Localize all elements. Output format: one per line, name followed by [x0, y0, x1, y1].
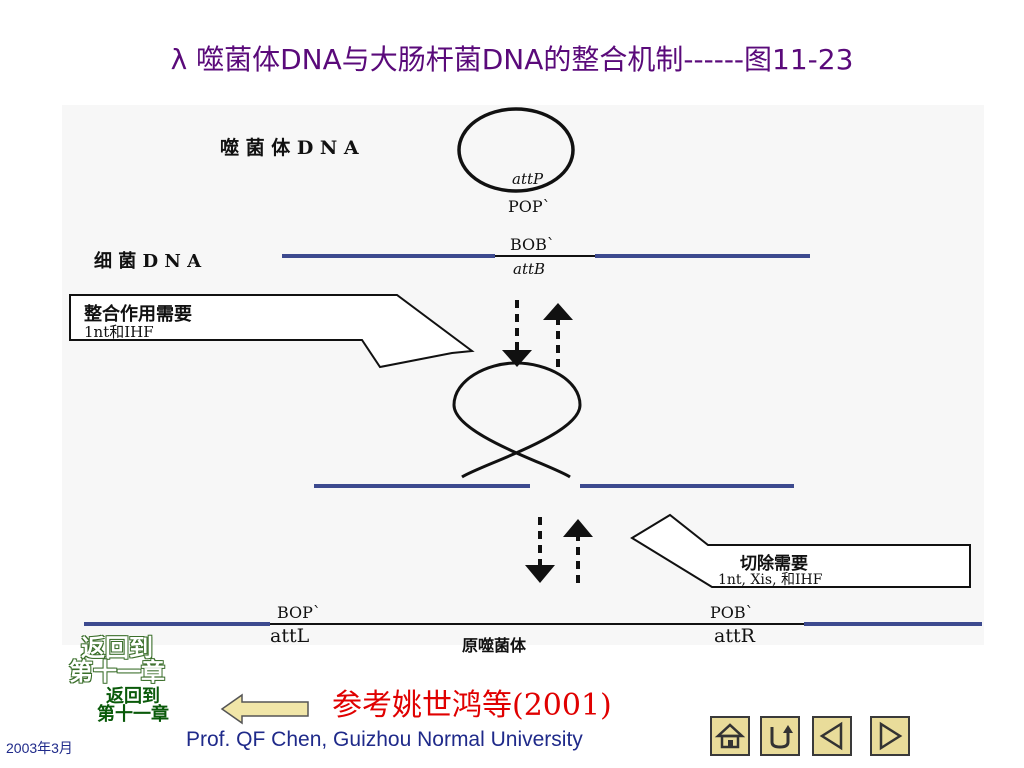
- POP-label: POP`: [508, 197, 551, 216]
- return-button[interactable]: [760, 716, 800, 756]
- integration-callout-line2: 1nt和IHF: [84, 323, 154, 341]
- reference-citation: 参考姚世鸿等(2001): [332, 688, 612, 723]
- excision-callout-line2: 1nt, Xis, 和IHF: [718, 572, 823, 588]
- phage-dna-circle: [457, 107, 575, 193]
- phage-dna-label: 噬 菌 体 D N A: [220, 137, 359, 159]
- footer-date: 2003年3月: [6, 740, 73, 756]
- back-link-outline-line1: 返回到: [81, 634, 153, 662]
- back-link-solid-line2: 第十一章: [97, 704, 169, 725]
- next-icon: [879, 721, 903, 751]
- home-button[interactable]: [710, 716, 750, 756]
- attL-label: attL: [270, 625, 310, 647]
- back-to-chapter-11-outline-link[interactable]: 返回到 第十一章: [22, 636, 212, 684]
- previous-button[interactable]: [812, 716, 852, 756]
- back-link-solid-line1: 返回到: [106, 686, 160, 707]
- reverse-arrow-head-bottom: [563, 519, 593, 537]
- diagram-graphics: [69, 107, 982, 626]
- slide-title: λ 噬菌体DNA与大肠杆菌DNA的整合机制------图11-23: [170, 43, 854, 76]
- previous-icon: [819, 721, 843, 751]
- footer-author: Prof. QF Chen, Guizhou Normal University: [186, 728, 583, 751]
- attP-label: attP: [512, 170, 544, 188]
- attB-label: attB: [513, 260, 546, 278]
- attR-label: attR: [714, 625, 755, 647]
- intermediate-loop: [452, 361, 582, 479]
- reverse-arrow-head-top: [543, 303, 573, 320]
- back-arrow-icon[interactable]: [220, 692, 312, 726]
- excision-arrow-head: [525, 565, 555, 583]
- BOP-label: BOP`: [277, 603, 321, 622]
- back-to-chapter-11-link[interactable]: 返回到 第十一章: [58, 688, 208, 724]
- integration-callout-shape: [69, 294, 475, 369]
- POB-label: POB`: [710, 603, 754, 622]
- integration-arrow-head: [502, 350, 532, 367]
- excision-callout-line1: 切除需要: [740, 554, 808, 574]
- integration-callout-line1: 整合作用需要: [84, 304, 192, 325]
- next-button[interactable]: [870, 716, 910, 756]
- excision-callout-shape: [630, 513, 971, 588]
- BOB-label: BOB`: [510, 235, 555, 254]
- home-icon: [714, 723, 746, 749]
- prophage-label: 原噬菌体: [462, 636, 527, 655]
- integration-diagram: 噬 菌 体 D N A attP POP` 细 菌 D N A BOB` att…: [62, 105, 984, 655]
- bacterial-dna-label: 细 菌 D N A: [94, 251, 202, 272]
- return-icon: [770, 725, 793, 749]
- back-link-outline-line2: 第十一章: [69, 658, 165, 686]
